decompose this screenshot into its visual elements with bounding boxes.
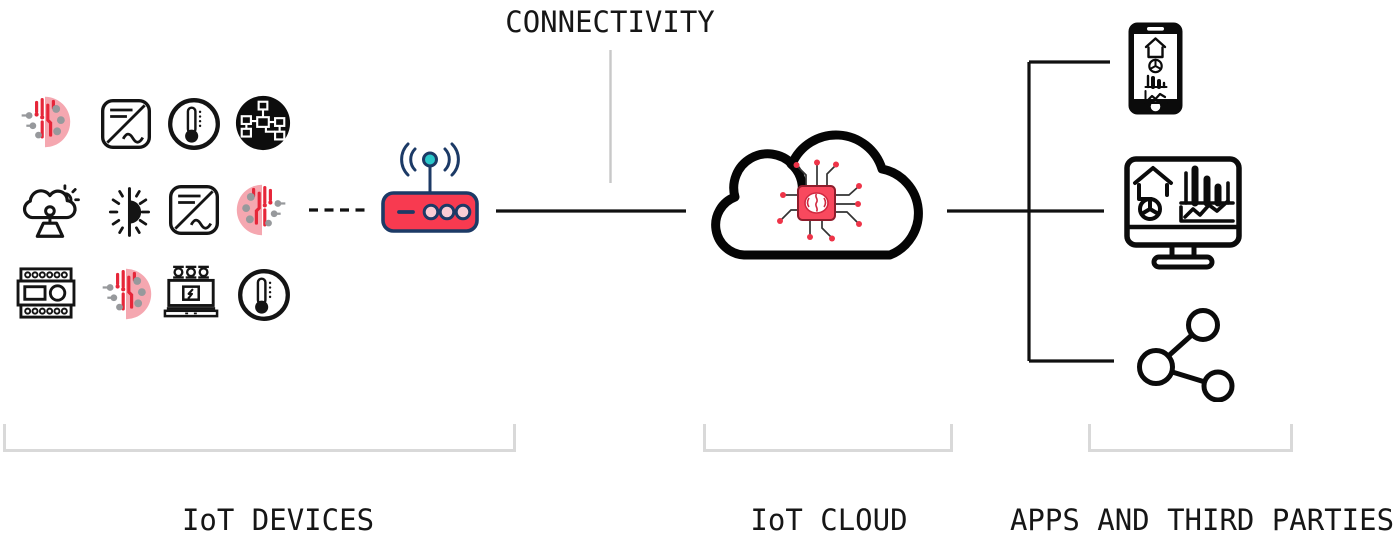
apps-section-label: APPS AND THIRD PARTIES: [1009, 503, 1395, 537]
network-gateway-icon: [234, 94, 292, 152]
temperature-sensor-icon: [236, 267, 292, 323]
line-chart-glyph: [1144, 90, 1168, 104]
plc-controller-icon: [14, 266, 78, 320]
smart-circuit-icon: [234, 182, 290, 238]
monitor-base: [1151, 254, 1215, 270]
desktop-dashboard-icon: [1123, 155, 1243, 273]
wifi-wave-icon: [409, 147, 417, 172]
smart-circuit-icon: [17, 94, 73, 150]
router-leds: [422, 203, 472, 221]
temperature-sensor-icon: [166, 96, 222, 152]
cloud-ai-chip-icon: [698, 104, 932, 268]
weather-station-icon: [18, 182, 80, 240]
house-glyph: [1133, 166, 1173, 185]
connectivity-label: CONNECTIVITY: [505, 5, 715, 39]
light-sensor-icon: [101, 184, 157, 240]
apps-bracket: [1088, 424, 1293, 452]
cloud-bracket: [703, 424, 953, 452]
devices-section-label: IoT DEVICES: [181, 503, 375, 537]
transformer-icon: [160, 263, 222, 319]
chip-trace-dots: [777, 159, 862, 242]
chip-traces: [780, 164, 859, 238]
inverter-icon: [98, 96, 154, 152]
inverter-icon: [166, 182, 222, 238]
antenna-dot: [422, 151, 438, 168]
smart-circuit-icon: [98, 266, 154, 322]
house-glyph: [1144, 37, 1167, 49]
share-network-icon: [1136, 304, 1238, 402]
wifi-router-icon: [368, 140, 484, 236]
devices-bracket: [3, 424, 516, 452]
line-chart-glyph: [1179, 205, 1235, 223]
smartphone-dashboard-icon: [1127, 21, 1184, 116]
cloud-section-label: IoT CLOUD: [750, 503, 908, 537]
